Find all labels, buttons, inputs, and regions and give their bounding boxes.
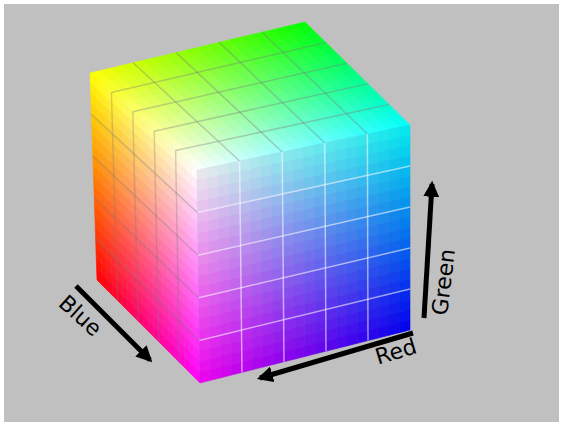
color-cell bbox=[326, 338, 337, 351]
grid-line bbox=[154, 84, 368, 131]
color-cell bbox=[294, 346, 305, 359]
color-cell bbox=[273, 351, 284, 364]
color-cell bbox=[389, 322, 400, 335]
axis-label: Green bbox=[429, 248, 459, 317]
color-cell bbox=[184, 357, 189, 373]
grid-line bbox=[240, 161, 242, 372]
grid-line bbox=[133, 63, 347, 112]
color-cell bbox=[305, 343, 316, 356]
color-cell bbox=[242, 359, 253, 372]
color-cell bbox=[97, 270, 103, 286]
color-cell bbox=[252, 357, 263, 370]
grid-line bbox=[133, 63, 240, 161]
grid-line bbox=[176, 151, 180, 363]
grid-line bbox=[111, 92, 117, 300]
color-cell bbox=[195, 367, 200, 383]
color-cell bbox=[190, 362, 195, 378]
grid-line bbox=[94, 197, 199, 298]
color-cell bbox=[315, 341, 326, 354]
color-cell bbox=[378, 325, 389, 338]
grid-line bbox=[282, 152, 284, 362]
grid-line bbox=[219, 42, 325, 143]
color-cell bbox=[169, 342, 174, 358]
color-cell bbox=[122, 295, 127, 311]
grid-line bbox=[176, 104, 389, 150]
grid-line bbox=[198, 166, 410, 213]
color-cell bbox=[164, 336, 169, 352]
grid-line bbox=[367, 134, 369, 341]
grid-line bbox=[199, 248, 410, 298]
color-cell bbox=[263, 354, 274, 367]
color-cell bbox=[128, 300, 133, 316]
grid-line bbox=[96, 239, 200, 341]
color-cell bbox=[357, 330, 368, 343]
color-cell bbox=[231, 362, 242, 375]
color-cell bbox=[102, 275, 107, 291]
color-cell bbox=[221, 364, 232, 377]
grid-line bbox=[199, 289, 410, 340]
color-cell bbox=[148, 321, 153, 337]
axis-label: Blue bbox=[55, 292, 106, 341]
grid-line bbox=[93, 156, 198, 255]
grid-line bbox=[176, 53, 282, 152]
color-cell bbox=[210, 367, 221, 380]
grid-line bbox=[91, 114, 197, 212]
grid-line bbox=[198, 207, 410, 255]
color-cell bbox=[368, 328, 379, 341]
color-cell bbox=[347, 333, 358, 346]
color-cell bbox=[399, 320, 410, 333]
color-cell bbox=[143, 316, 148, 332]
grid-line bbox=[111, 43, 326, 93]
background: BlueRedGreen bbox=[4, 4, 559, 422]
color-cell bbox=[336, 336, 347, 349]
color-cell bbox=[284, 349, 295, 362]
rgb-cube bbox=[4, 4, 559, 422]
grid-line bbox=[154, 131, 159, 342]
color-cell bbox=[107, 280, 112, 296]
grid-line bbox=[262, 32, 367, 134]
color-cell bbox=[200, 370, 211, 383]
grid-line bbox=[325, 143, 326, 351]
grid-line bbox=[133, 112, 138, 321]
